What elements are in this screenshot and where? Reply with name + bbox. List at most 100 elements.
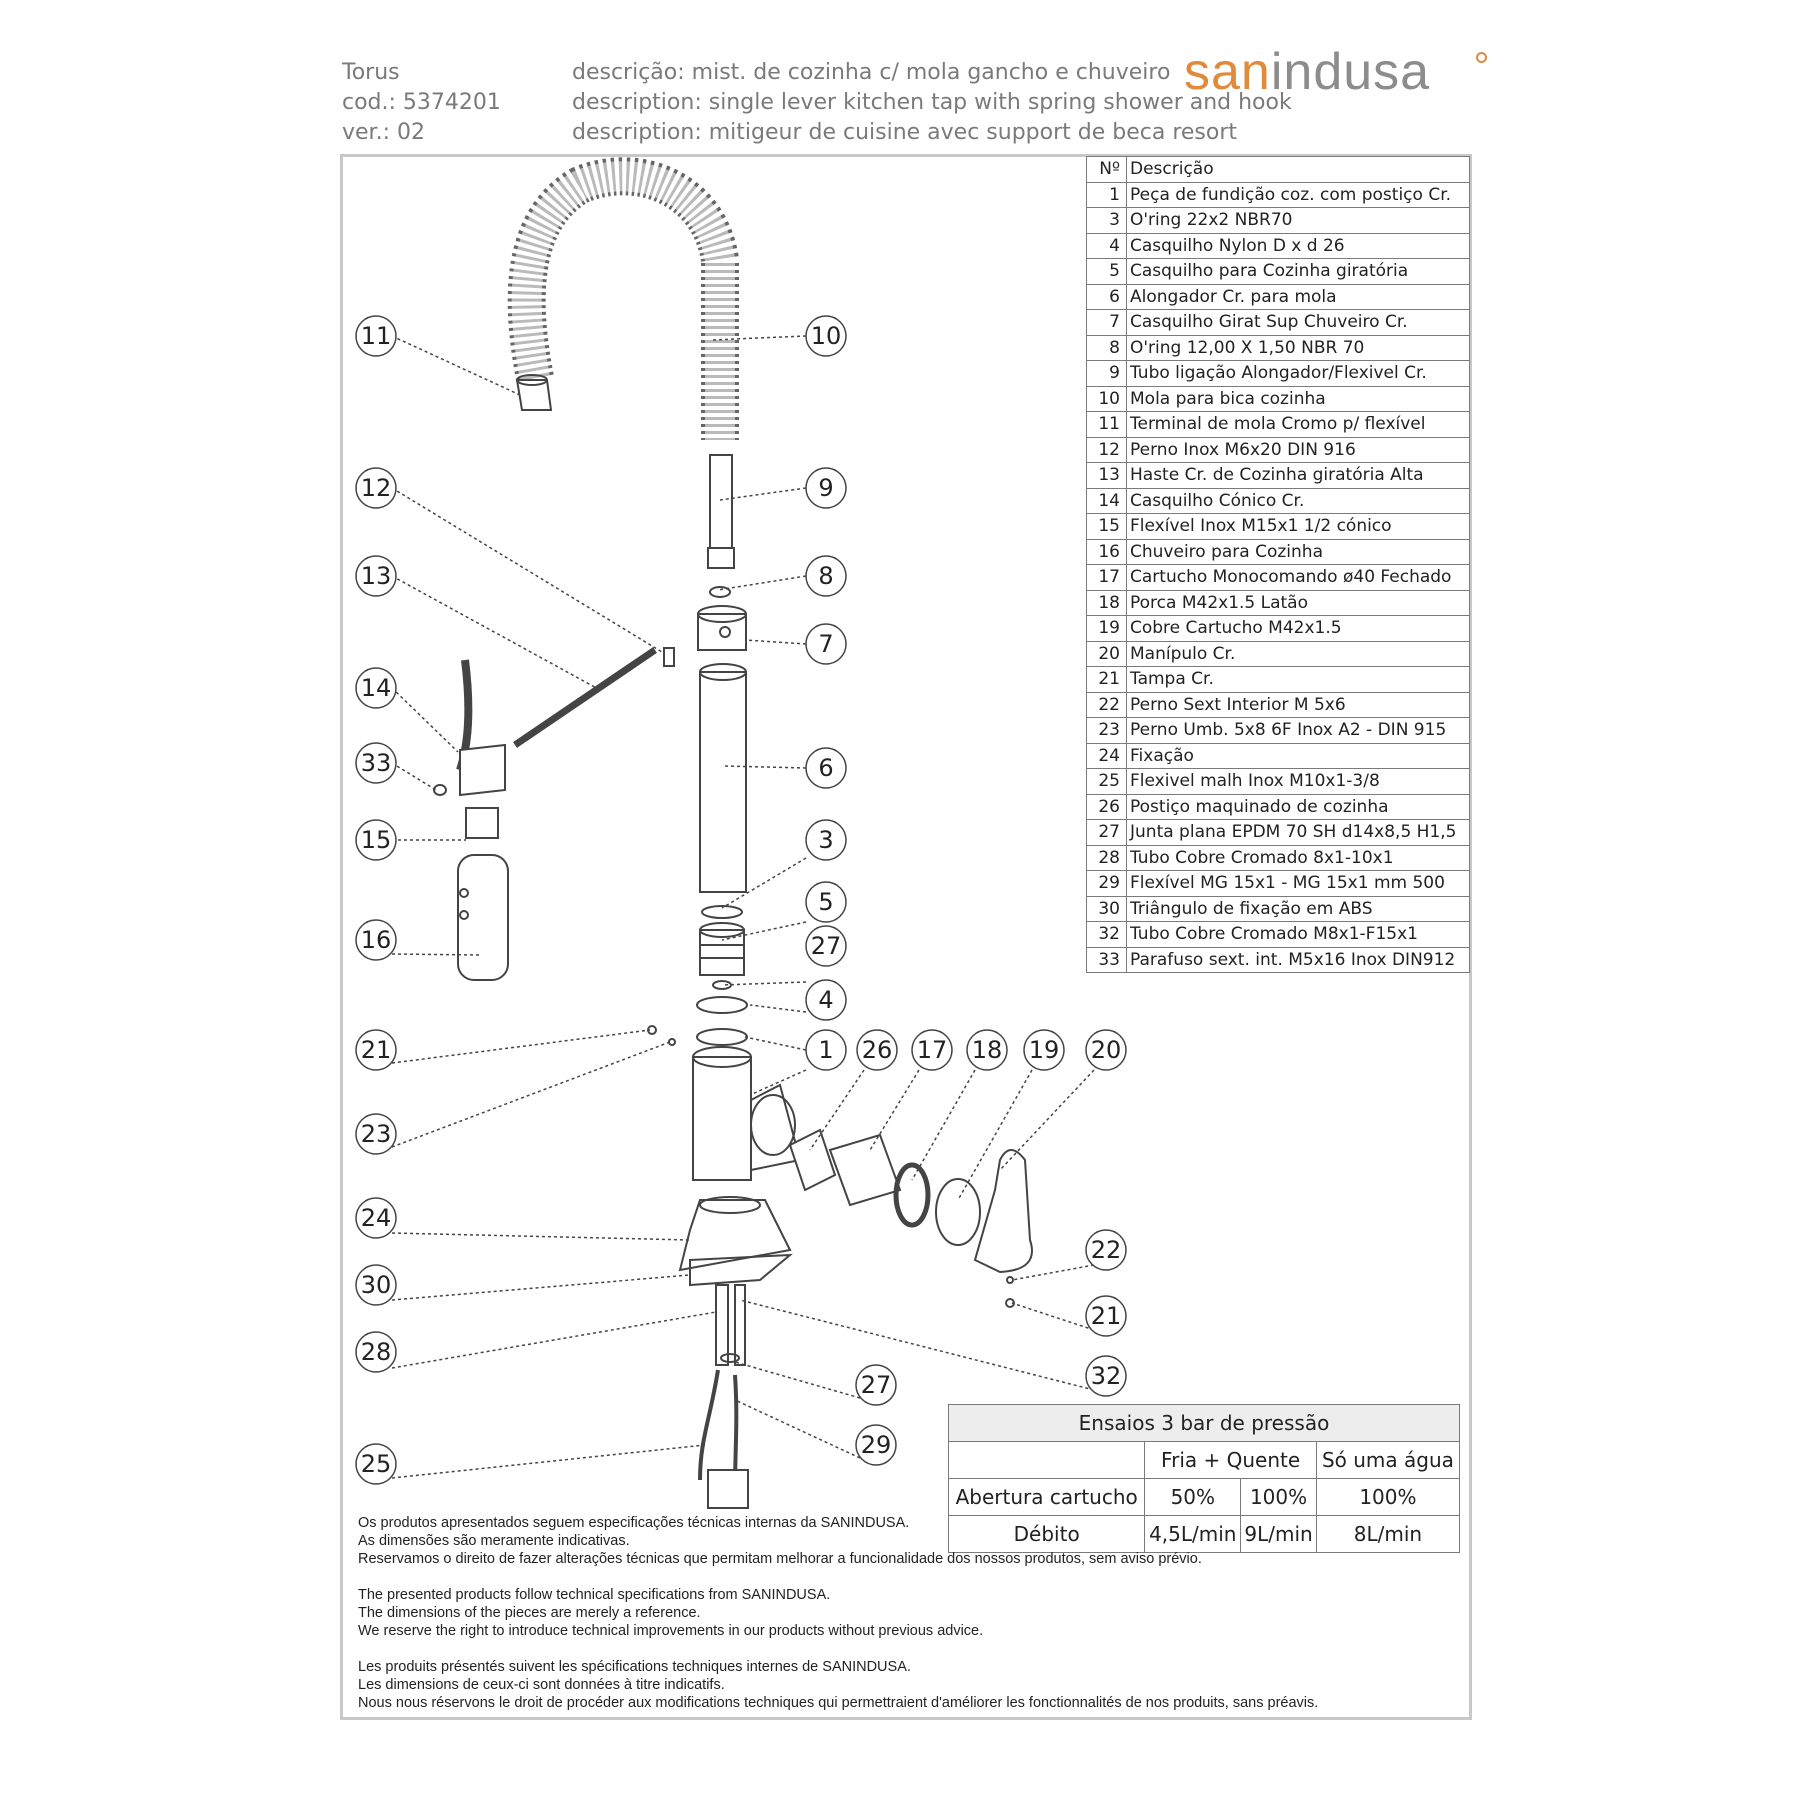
part-description: Flexível MG 15x1 - MG 15x1 mm 500 [1126, 870, 1470, 897]
part-number: 9 [1086, 360, 1127, 387]
callout: 28 [355, 1331, 397, 1373]
part-description: Mola para bica cozinha [1126, 385, 1470, 412]
callout-label: 13 [361, 562, 392, 590]
callout: 7 [805, 623, 847, 665]
callout-label: 28 [361, 1338, 392, 1366]
part-description: Triângulo de fixação em ABS [1126, 895, 1470, 922]
callout: 13 [355, 555, 397, 597]
callout-label: 8 [818, 562, 833, 590]
callout-label: 7 [818, 630, 833, 658]
part-number: 16 [1086, 538, 1127, 565]
note-line: We reserve the right to introduce techni… [358, 1623, 984, 1639]
part-number: 29 [1086, 870, 1127, 897]
part-description: O'ring 22x2 NBR70 [1126, 207, 1470, 234]
callout-label: 21 [1091, 1302, 1122, 1330]
callout: 21 [355, 1029, 397, 1071]
callout-label: 16 [361, 926, 392, 954]
part-number: 21 [1086, 666, 1127, 693]
note-line: As dimensões são meramente indicativas. [358, 1533, 630, 1549]
callout: 27 [855, 1364, 897, 1406]
notes-en: The presented products follow technical … [358, 1586, 983, 1640]
callout: 27 [805, 925, 847, 967]
callout-label: 11 [361, 322, 392, 350]
part-description: Cartucho Monocomando ø40 Fechado [1126, 564, 1470, 591]
version: ver.: 02 [342, 120, 425, 145]
part-number: 33 [1086, 946, 1127, 973]
callout: 22 [1085, 1229, 1127, 1271]
tests-empty-cell [947, 1441, 1146, 1479]
part-number: 23 [1086, 717, 1127, 744]
callout-label: 24 [361, 1204, 392, 1232]
part-description: Haste Cr. de Cozinha giratória Alta [1126, 462, 1470, 489]
callout-label: 30 [361, 1271, 392, 1299]
callout: 10 [805, 315, 847, 357]
description-pt: descrição: mist. de cozinha c/ mola ganc… [572, 60, 1171, 85]
part-description: Junta plana EPDM 70 SH d14x8,5 H1,5 [1126, 819, 1470, 846]
callout: 33 [355, 742, 397, 784]
callout: 30 [355, 1264, 397, 1306]
part-description: Peça de fundição coz. com postiço Cr. [1126, 181, 1470, 208]
part-number: 5 [1086, 258, 1127, 285]
part-number: 26 [1086, 793, 1127, 820]
callout-label: 6 [818, 754, 833, 782]
part-description: Tampa Cr. [1126, 666, 1470, 693]
part-description: Perno Umb. 5x8 6F Inox A2 - DIN 915 [1126, 717, 1470, 744]
callout-label: 14 [361, 674, 392, 702]
part-number: 22 [1086, 691, 1127, 718]
part-description: Perno Sext Interior M 5x6 [1126, 691, 1470, 718]
callout-label: 32 [1091, 1362, 1122, 1390]
callout: 17 [911, 1029, 953, 1071]
callout-label: 18 [972, 1036, 1003, 1064]
part-description: Perno Inox M6x20 DIN 916 [1126, 436, 1470, 463]
callout: 25 [355, 1443, 397, 1485]
part-number: 11 [1086, 411, 1127, 438]
brand-logo-part2: indusa [1270, 43, 1431, 101]
callout: 3 [805, 819, 847, 861]
callout-label: 12 [361, 474, 392, 502]
tests-cell: 100% [1315, 1478, 1461, 1516]
note-line: Os produtos apresentados seguem especifi… [358, 1515, 910, 1531]
callout: 12 [355, 467, 397, 509]
part-description: Casquilho Girat Sup Chuveiro Cr. [1126, 309, 1470, 336]
part-description: Flexivel malh Inox M10x1-3/8 [1126, 768, 1470, 795]
callout: 29 [855, 1424, 897, 1466]
part-number: 24 [1086, 742, 1127, 769]
part-description: Tubo Cobre Cromado 8x1-10x1 [1126, 844, 1470, 871]
part-description: Cobre Cartucho M42x1.5 [1126, 615, 1470, 642]
callout: 8 [805, 555, 847, 597]
callout-label: 27 [811, 932, 842, 960]
tests-title: Ensaios 3 bar de pressão [948, 1404, 1460, 1442]
part-number: 17 [1086, 564, 1127, 591]
tests-cell: 4,5L/min [1144, 1515, 1242, 1553]
callout-label: 3 [818, 826, 833, 854]
note-line: The presented products follow technical … [358, 1587, 831, 1603]
callout: 6 [805, 747, 847, 789]
drawing-frame [340, 154, 1472, 1720]
part-number: 4 [1086, 232, 1127, 259]
tests-row-label: Débito [947, 1515, 1146, 1553]
callout-label: 5 [818, 888, 833, 916]
parts-header-no: Nº [1086, 156, 1127, 183]
pressure-tests-table: Ensaios 3 bar de pressão Fria + Quente S… [947, 1404, 1461, 1553]
callout: 23 [355, 1113, 397, 1155]
callout: 15 [355, 819, 397, 861]
part-number: 14 [1086, 487, 1127, 514]
model-name: Torus [342, 60, 400, 85]
part-description: Chuveiro para Cozinha [1126, 538, 1470, 565]
brand-mark-icon [1476, 52, 1487, 63]
parts-header-desc: Descrição [1126, 156, 1470, 183]
